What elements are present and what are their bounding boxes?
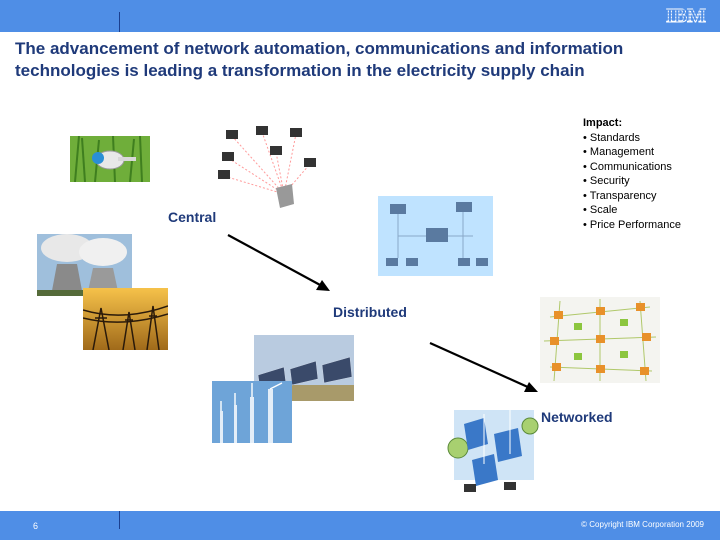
ibm-logo-icon: IBM <box>662 5 710 26</box>
smart-grid-image <box>444 404 544 496</box>
wind-turbines-image <box>212 381 292 443</box>
copyright: © Copyright IBM Corporation 2009 <box>581 520 704 529</box>
top-bar: IBM <box>0 0 720 32</box>
power-plant-image <box>37 234 132 296</box>
bottom-bar-divider <box>119 511 120 529</box>
impact-item: • Scale <box>583 204 618 216</box>
impact-item: • Security <box>583 175 630 187</box>
plug-icon <box>70 136 150 182</box>
top-bar-divider <box>119 12 120 32</box>
networked-label: Networked <box>541 409 613 425</box>
central-label: Central <box>168 209 217 225</box>
arrow-central-to-distributed-icon <box>227 234 330 291</box>
server-network-icon <box>378 196 493 276</box>
impact-item: • Management <box>583 146 655 158</box>
grid-nodes-image <box>540 297 660 383</box>
impact-item: • Price Performance <box>583 218 681 231</box>
bottom-bar: 6 © Copyright IBM Corporation 2009 <box>0 511 720 540</box>
distributed-label: Distributed <box>333 304 407 320</box>
slide-title: The advancement of network automation, c… <box>15 39 624 80</box>
arrow-distributed-to-networked-icon <box>429 341 538 392</box>
computer-network-icon <box>214 122 324 212</box>
impact-heading: Impact: <box>583 117 623 129</box>
impact-item: • Standards <box>583 131 641 144</box>
power-lines-image <box>83 288 168 350</box>
impact-list: Impact: • Standards • Management • Commu… <box>583 116 681 232</box>
page-number: 6 <box>33 521 39 531</box>
impact-item: • Communications <box>583 160 672 173</box>
impact-item: • Transparency <box>583 189 657 202</box>
